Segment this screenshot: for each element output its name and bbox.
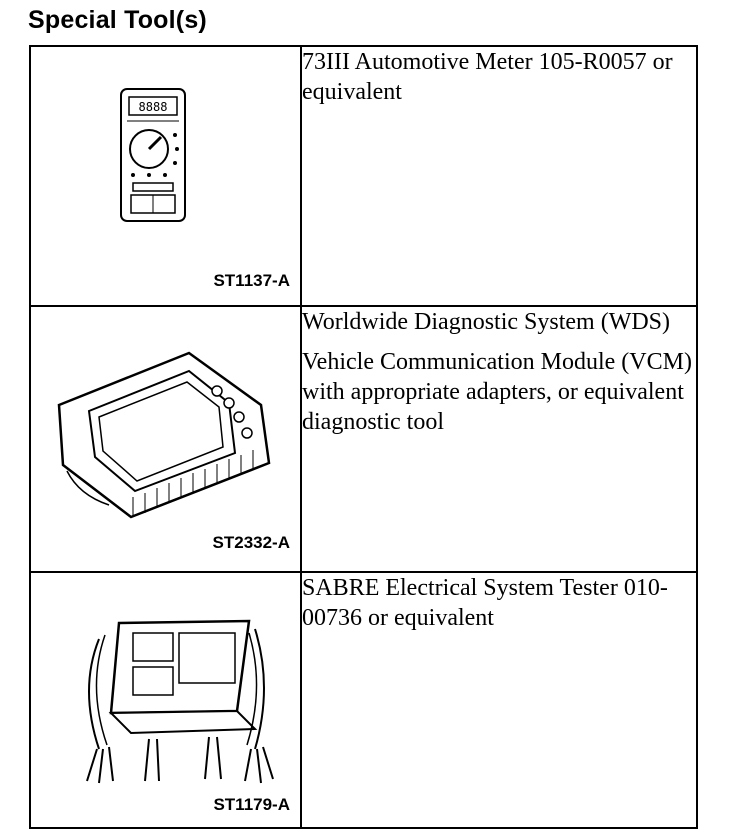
figure-code: ST1137-A (213, 271, 290, 290)
table-row: ST1179-A SABRE Electrical System Tester … (29, 571, 698, 829)
tool-description: Worldwide Diagnostic System (WDS) (302, 309, 671, 335)
tool-description: Vehicle Communication Module (VCM) with … (302, 349, 692, 435)
tool-description-cell: Worldwide Diagnostic System (WDS) Vehicl… (300, 305, 698, 573)
multimeter-icon: 8888 (120, 88, 186, 222)
section-heading: Special Tool(s) (28, 6, 207, 34)
tool-description: SABRE Electrical System Tester 010-00736… (302, 575, 668, 631)
figure-code: ST2332-A (212, 533, 290, 552)
tool-illustration-cell: ST1179-A (29, 571, 302, 829)
table-row: ST2332-A Worldwide Diagnostic System (WD… (29, 305, 698, 573)
svg-text:8888: 8888 (139, 100, 168, 114)
tool-description: 73III Automotive Meter 105-R0057 or equi… (302, 49, 673, 105)
tool-description-cell: SABRE Electrical System Tester 010-00736… (300, 571, 698, 829)
diagnostic-tablet-icon (57, 351, 271, 519)
tool-illustration-cell: 8888 ST1137-A (29, 45, 302, 307)
figure-code: ST1179-A (213, 795, 290, 814)
tool-illustration-cell: ST2332-A (29, 305, 302, 573)
table-row: 8888 ST1137-A 73III Automotive Meter 105… (29, 45, 698, 307)
battery-tester-icon (86, 619, 274, 784)
tool-description-cell: 73III Automotive Meter 105-R0057 or equi… (300, 45, 698, 307)
special-tools-table: 8888 ST1137-A 73III Automotive Meter 105… (29, 45, 698, 829)
